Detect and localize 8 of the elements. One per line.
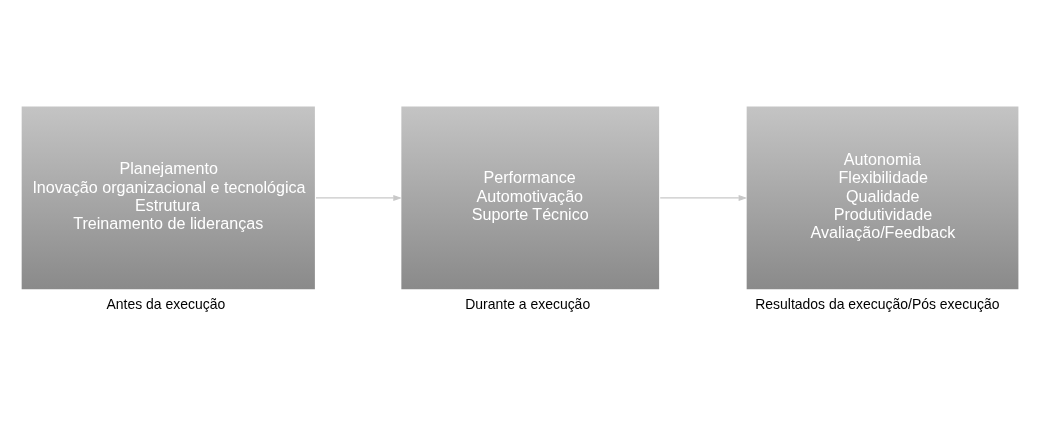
node-box: Autonomia Flexibilidade Qualidade Produtividade Avaliação/Feedback	[746, 106, 1019, 290]
node-label: Antes da execução	[106, 295, 226, 312]
node-box: Planejamento Inovação organizacional e tecnológica Estrutura Treinamento de lideranças	[21, 106, 315, 290]
node-box: Performance Automotivação Suporte Técnico	[401, 106, 660, 290]
arrow	[315, 194, 402, 201]
node-label: Durante a execução	[465, 295, 591, 312]
node-label: Resultados da execução/Pós execução	[755, 295, 1000, 312]
arrow	[659, 194, 748, 201]
